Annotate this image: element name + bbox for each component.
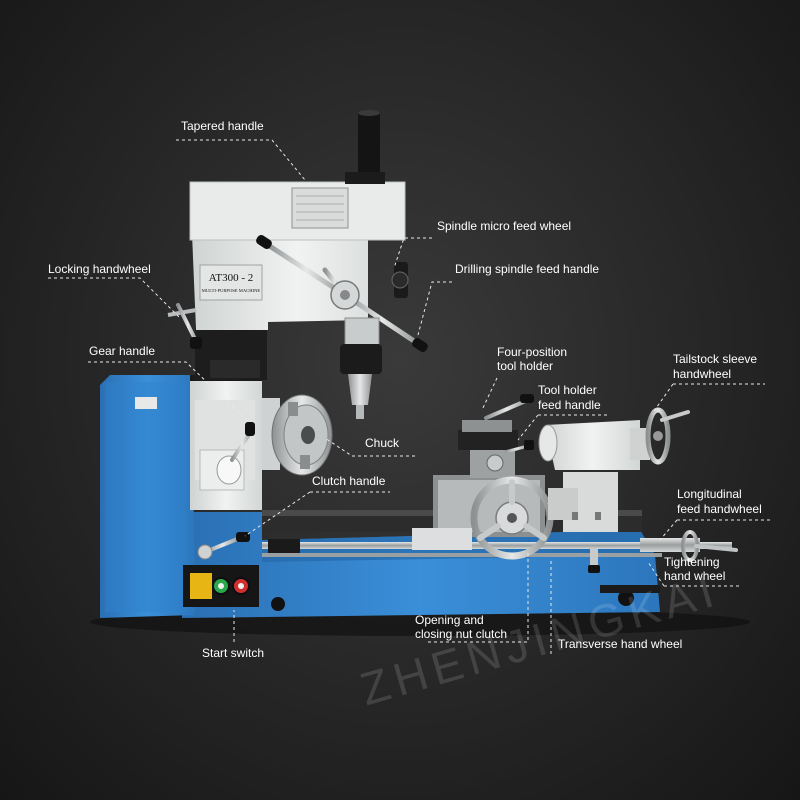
leader-lines bbox=[48, 139, 770, 654]
tailstock bbox=[538, 420, 650, 532]
label-locking-handwheel: Locking handwheel bbox=[48, 262, 151, 276]
label-gear-handle: Gear handle bbox=[89, 344, 155, 358]
label-tapered-handle: Tapered handle bbox=[181, 119, 264, 133]
model-plate bbox=[199, 264, 263, 301]
label-spindle-micro-feed-wheel: Spindle micro feed wheel bbox=[437, 219, 571, 233]
tailstock-sleeve-handwheel[interactable] bbox=[645, 407, 690, 465]
headstock-housing bbox=[100, 375, 195, 618]
label-chuck: Chuck bbox=[365, 436, 400, 450]
four-position-tool-holder[interactable] bbox=[458, 394, 534, 478]
label-four-position-tool-holder-line2: tool holder bbox=[497, 359, 553, 373]
emergency-stop-plate bbox=[190, 573, 212, 599]
model-plate-subtext: MULTI-PURPOSE MACHINE bbox=[202, 288, 261, 293]
speed-chart-plate bbox=[291, 187, 349, 229]
tapered-handle[interactable] bbox=[358, 112, 380, 184]
label-opening-closing-nut-clutch-line1: Opening and bbox=[415, 613, 484, 627]
label-tool-holder-feed-handle-line2: feed handle bbox=[538, 398, 601, 412]
label-longitudinal-feed-handwheel-line2: feed handwheel bbox=[677, 502, 762, 516]
spindle-micro-feed-wheel[interactable] bbox=[391, 262, 409, 298]
label-drilling-spindle-feed-handle: Drilling spindle feed handle bbox=[455, 262, 599, 276]
label-tightening-hand-wheel-line2: hand wheel bbox=[664, 569, 725, 583]
drill-chuck[interactable] bbox=[340, 317, 382, 419]
label-tailstock-sleeve-handwheel-line2: handwheel bbox=[673, 367, 731, 381]
drilling-spindle-feed-handle[interactable] bbox=[255, 233, 430, 353]
label-opening-closing-nut-clutch-line2: closing nut clutch bbox=[415, 627, 507, 641]
warning-sticker bbox=[135, 397, 157, 409]
gear-handle[interactable] bbox=[230, 422, 255, 462]
label-tool-holder-feed-handle-line1: Tool holder bbox=[538, 383, 597, 397]
lead-screw bbox=[262, 542, 732, 549]
label-clutch-handle: Clutch handle bbox=[312, 474, 386, 488]
machine-illustration: AT300 - 2 MULTI-PURPOSE MACHINE bbox=[90, 110, 750, 636]
longitudinal-feed-handwheel[interactable] bbox=[470, 476, 561, 560]
label-longitudinal-feed-handwheel-line1: Longitudinal bbox=[677, 487, 742, 501]
label-start-switch: Start switch bbox=[202, 646, 264, 660]
callout-labels: Tapered handle Spindle micro feed wheel … bbox=[48, 119, 762, 660]
label-tailstock-sleeve-handwheel-line1: Tailstock sleeve bbox=[673, 352, 757, 366]
model-plate-text: AT300 - 2 bbox=[209, 272, 254, 284]
label-tightening-hand-wheel-line1: Tightening bbox=[664, 555, 720, 569]
tightening-hand-wheel[interactable] bbox=[588, 530, 738, 573]
clutch-handle[interactable] bbox=[197, 532, 250, 560]
tool-holder-feed-handle[interactable] bbox=[504, 440, 534, 454]
label-transverse-hand-wheel: Transverse hand wheel bbox=[558, 637, 682, 651]
locking-handwheel[interactable] bbox=[167, 303, 202, 349]
apron bbox=[412, 528, 472, 550]
control-panel bbox=[183, 565, 259, 607]
label-four-position-tool-holder-line1: Four-position bbox=[497, 345, 567, 359]
lathe-chuck[interactable] bbox=[262, 394, 333, 476]
